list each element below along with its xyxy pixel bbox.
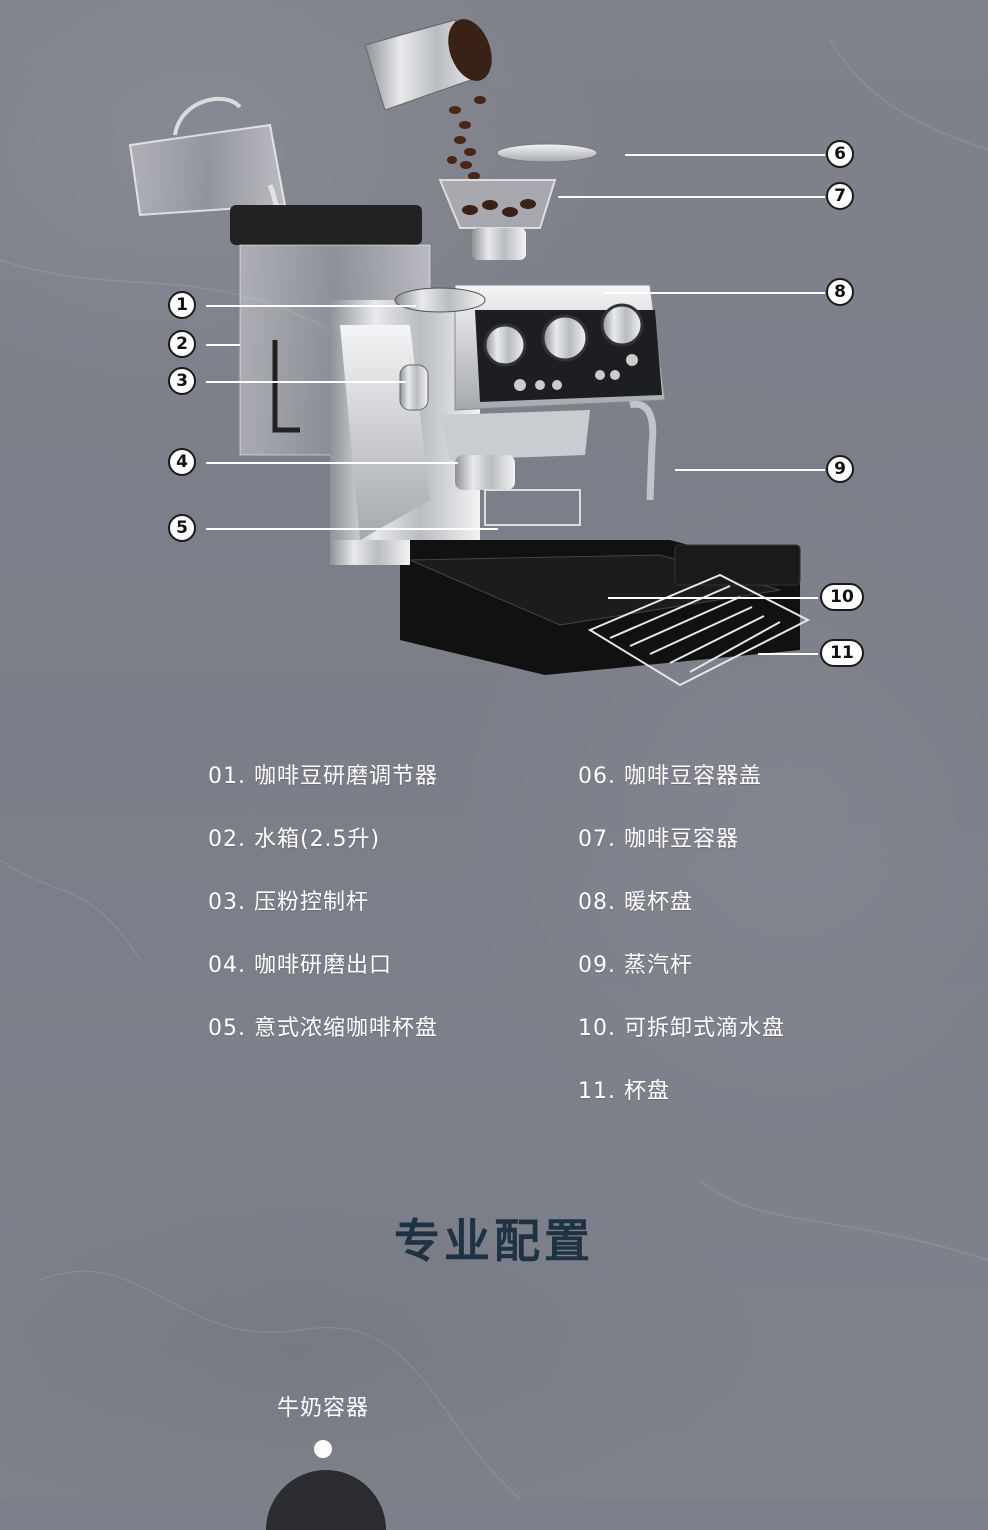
callout-line-2	[206, 344, 240, 346]
legend-item: 04. 咖啡研磨出口	[208, 953, 392, 978]
callout-badge-3: 3	[168, 367, 196, 395]
callout-line-4	[206, 462, 458, 464]
parts-legend: 01. 咖啡豆研磨调节器 06. 咖啡豆容器盖 02. 水箱(2.5升) 07.…	[208, 758, 848, 1136]
callout-badge-6: 6	[826, 140, 854, 168]
falling-beans	[447, 96, 486, 180]
callout-badge-11: 11	[820, 639, 864, 667]
legend-item: 01. 咖啡豆研磨调节器	[208, 764, 438, 789]
section-title: 专业配置	[394, 1214, 594, 1268]
callout-line-8	[605, 292, 825, 294]
callout-badge-5: 5	[168, 514, 196, 542]
legend-spacer	[208, 1073, 578, 1136]
callout-badge-2: 2	[168, 330, 196, 358]
callout-line-1	[206, 305, 416, 307]
espresso-machine-illustration	[0, 0, 988, 720]
bean-tin	[364, 19, 492, 111]
callout-line-5	[206, 528, 498, 530]
callout-badge-4: 4	[168, 448, 196, 476]
legend-item: 06. 咖啡豆容器盖	[578, 764, 762, 789]
callout-line-10	[608, 597, 818, 599]
callout-line-6	[625, 154, 825, 156]
callout-badge-9: 9	[826, 455, 854, 483]
legend-item: 09. 蒸汽杆	[578, 953, 693, 978]
callout-line-3	[206, 381, 406, 383]
legend-item: 11. 杯盘	[578, 1079, 670, 1104]
legend-item: 10. 可拆卸式滴水盘	[578, 1016, 785, 1041]
legend-item: 03. 压粉控制杆	[208, 890, 369, 915]
feature-dot[interactable]	[314, 1440, 332, 1458]
callout-badge-10: 10	[820, 583, 864, 611]
callout-badge-1: 1	[168, 291, 196, 319]
callout-line-7	[558, 196, 825, 198]
legend-item: 07. 咖啡豆容器	[578, 827, 739, 852]
callout-line-11	[758, 653, 818, 655]
legend-item: 08. 暖杯盘	[578, 890, 693, 915]
callout-line-9	[675, 469, 825, 471]
callout-badge-7: 7	[826, 182, 854, 210]
feature-label: 牛奶容器	[276, 1396, 369, 1421]
legend-item: 02. 水箱(2.5升)	[208, 827, 381, 852]
callout-badge-8: 8	[826, 278, 854, 306]
legend-item: 05. 意式浓缩咖啡杯盘	[208, 1016, 438, 1041]
